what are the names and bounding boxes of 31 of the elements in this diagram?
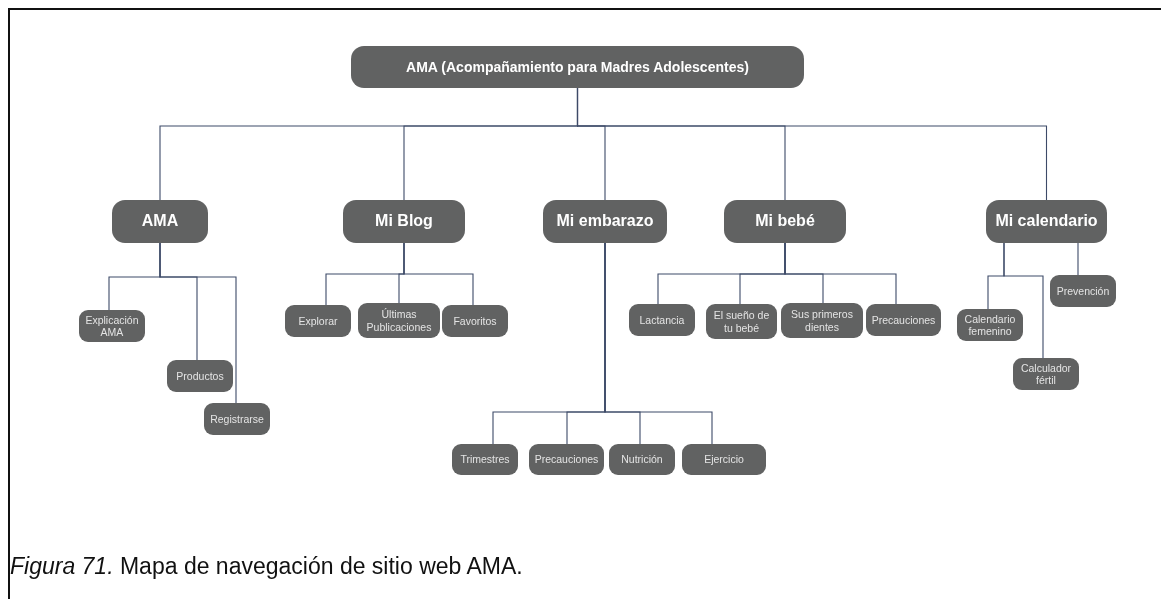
page-box: Explicación AMA <box>79 310 145 342</box>
section-box: Mi calendario <box>986 200 1107 243</box>
page-box: Productos <box>167 360 233 392</box>
page-box: Precauciones <box>529 444 604 475</box>
page-box: Ejercicio <box>682 444 766 475</box>
page-box: Explorar <box>285 305 351 337</box>
page-box: Registrarse <box>204 403 270 435</box>
page-box: Calculador fértil <box>1013 358 1079 390</box>
connector-line <box>604 242 713 445</box>
page-box: El sueño de tu bebé <box>706 304 777 339</box>
page-box: Prevención <box>1050 275 1116 307</box>
figure-caption: Figura 71. Mapa de navegación de sitio web AMA. <box>10 553 523 580</box>
page-box: Precauciones <box>866 304 941 336</box>
page-box: Últimas Publicaciones <box>358 303 440 338</box>
connector-line <box>784 242 897 305</box>
connector-line <box>576 87 1048 201</box>
page-box: Lactancia <box>629 304 695 336</box>
page-box: Nutrición <box>609 444 675 475</box>
page-box: Sus primeros dientes <box>781 303 863 338</box>
connector-line <box>1077 242 1079 276</box>
page-box: Favoritos <box>442 305 508 337</box>
section-box: Mi Blog <box>343 200 465 243</box>
section-box: Mi bebé <box>724 200 846 243</box>
connector-line <box>403 242 474 306</box>
connector-line <box>1003 242 1044 359</box>
root-box: AMA (Acompañamiento para Madres Adolescentes) <box>351 46 804 88</box>
section-box: Mi embarazo <box>543 200 667 243</box>
page-box: Trimestres <box>452 444 518 475</box>
page-box: Calendario femenino <box>957 309 1023 341</box>
connector-line <box>159 242 237 404</box>
section-box: AMA <box>112 200 208 243</box>
